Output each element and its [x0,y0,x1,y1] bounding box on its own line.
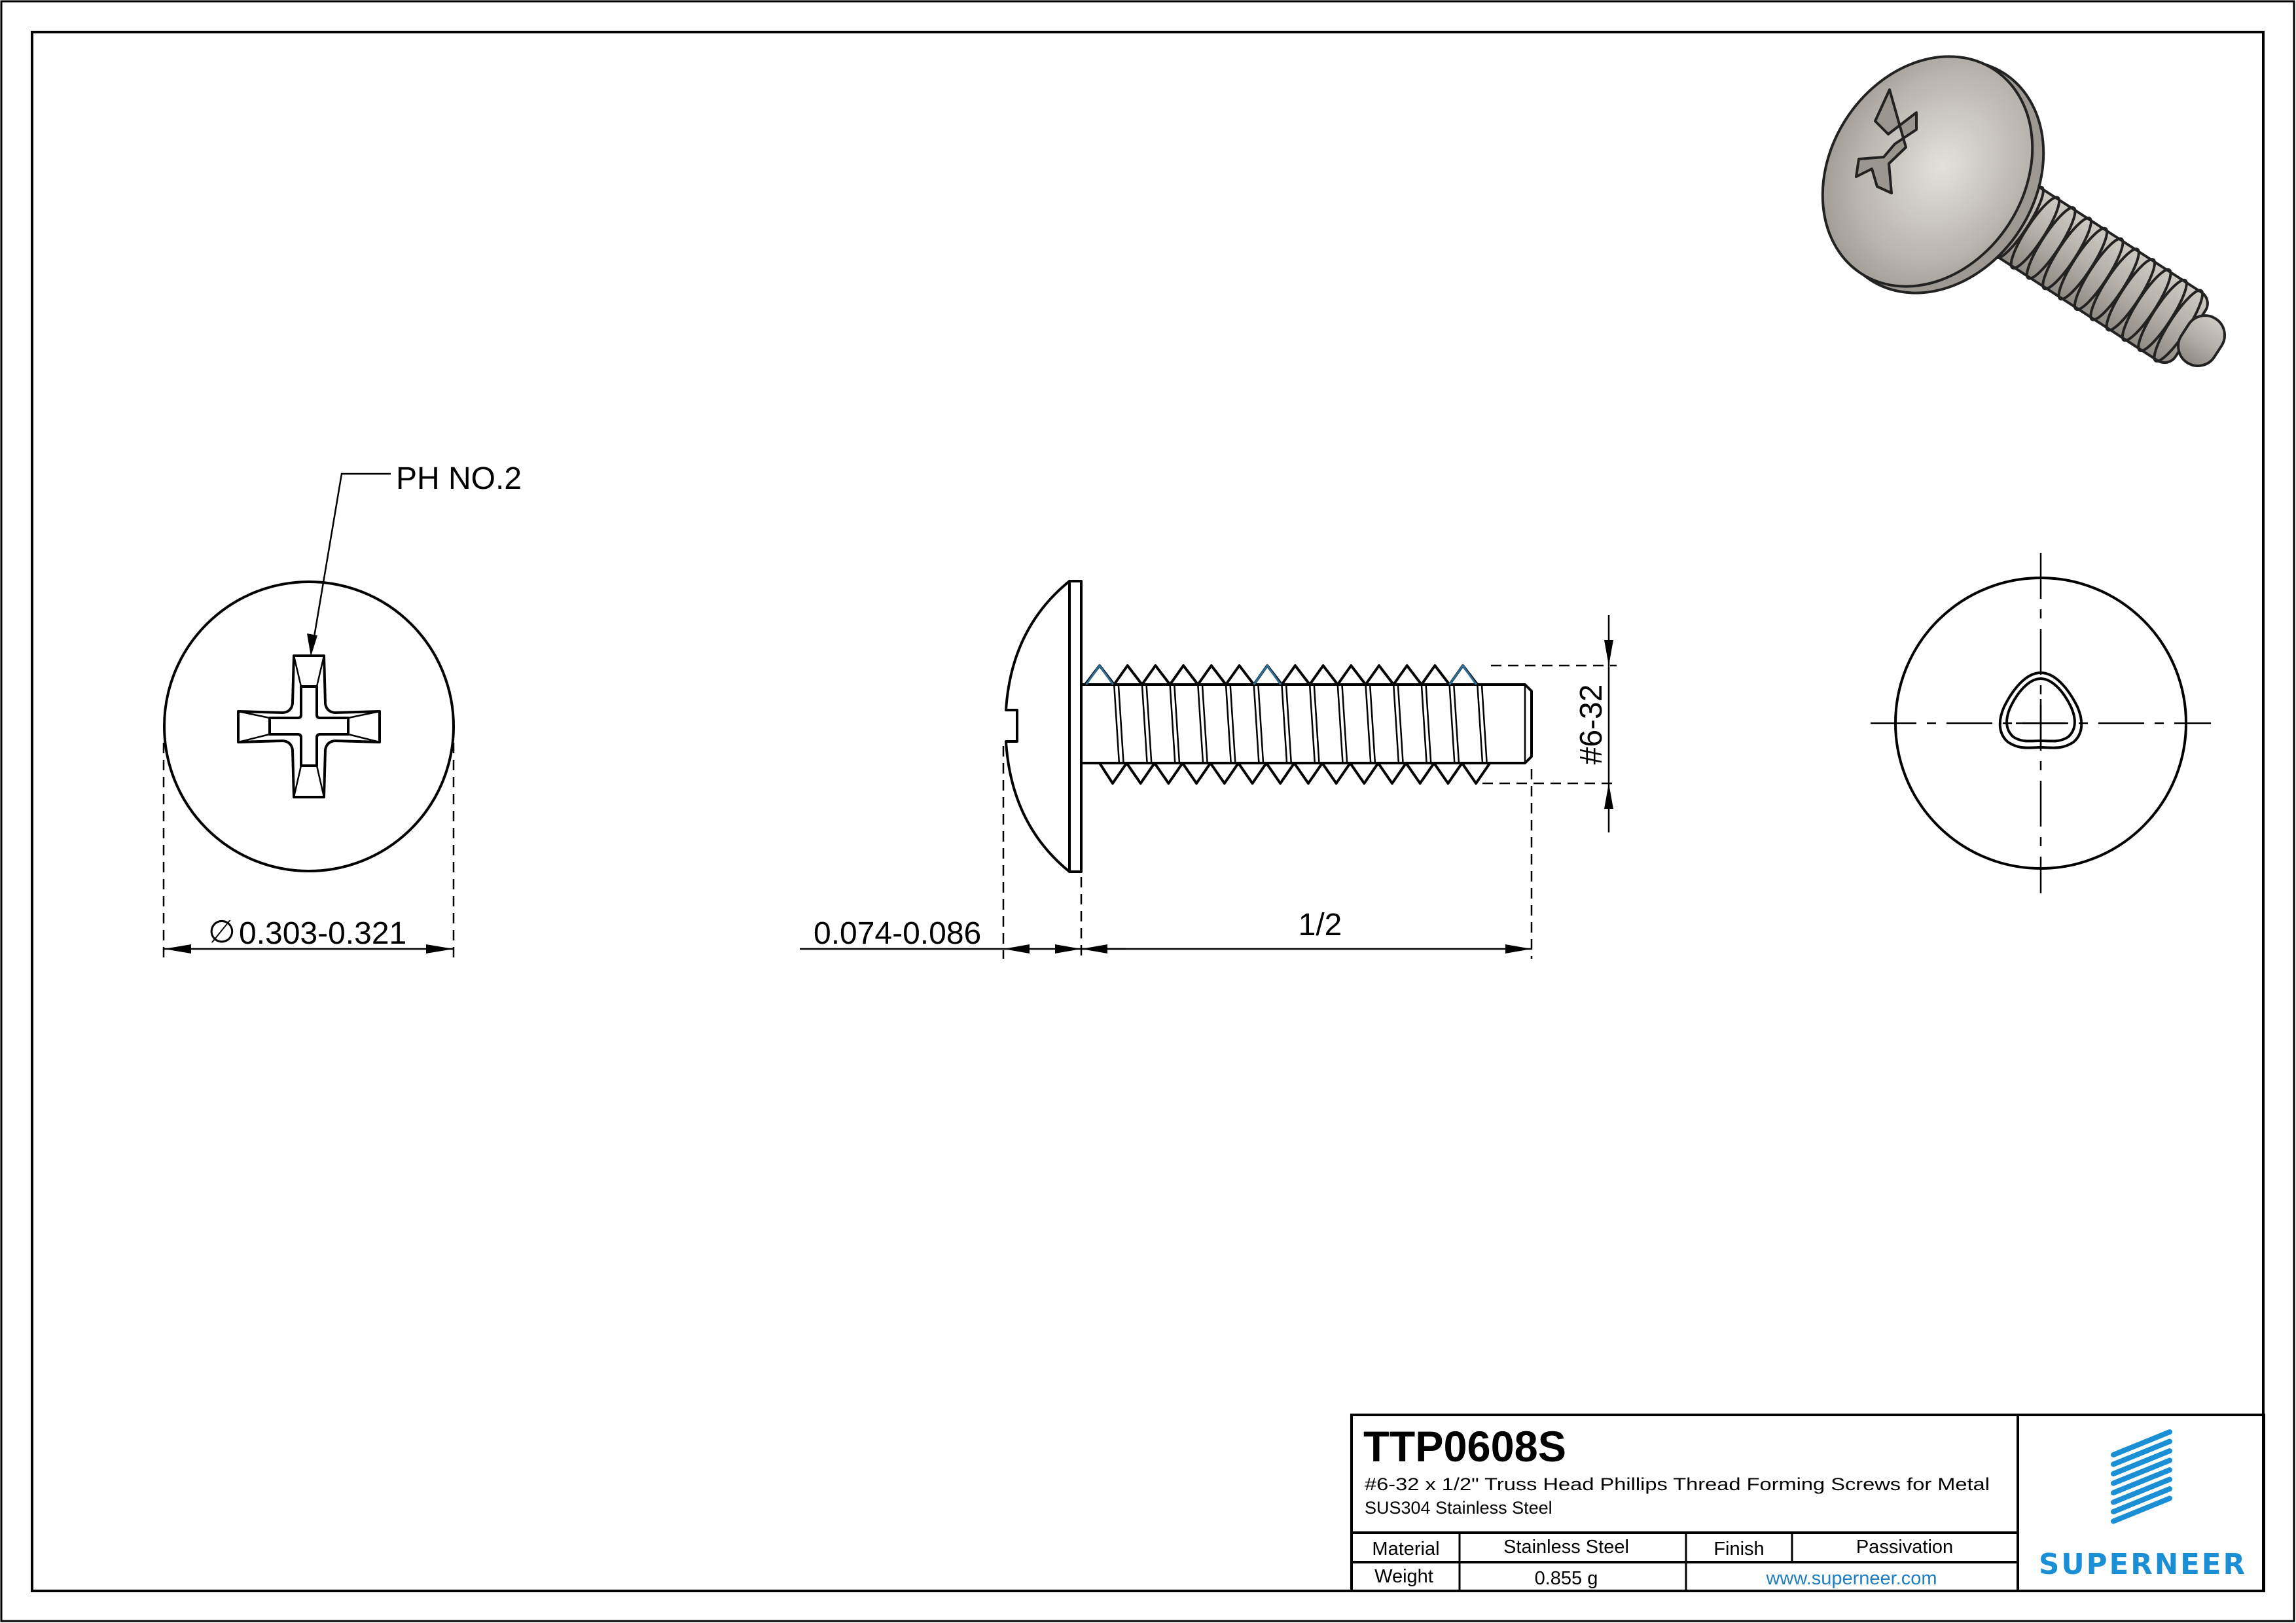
stripes-logo-icon [2111,1429,2172,1524]
weight-value: 0.855 g [1535,1568,1598,1589]
thread-dimension: #6-32 [1574,685,1609,765]
diameter-dimension: 0.303-0.321 [239,916,406,951]
arrow-left [164,944,191,954]
diameter-symbol: ∅ [208,915,236,950]
inner-border [31,31,2265,1592]
finish-value: Passivation [1856,1537,1953,1558]
end-view [1871,553,2211,893]
thread-profile [1084,664,1500,785]
head-outline [163,580,455,872]
top-view: PH NO.2 ∅ 0.303-0.321 [162,461,522,959]
weight-label: Weight [1374,1566,1433,1587]
material-value: Stainless Steel [1503,1537,1629,1558]
arrow-right [426,944,454,954]
part-number: TTP0608S [1363,1422,1566,1471]
head-flange [1068,580,1083,873]
description-line-2: SUS304 Stainless Steel [1365,1498,1552,1518]
phillips-recess-icon [237,654,381,798]
title-block: TTP0608S #6-32 x 1/2" Truss Head Phillip… [1350,1414,2265,1592]
iso-phillips-recess-icon [1855,88,1918,194]
side-view: 0.074-0.086 1/2 #6-32 [800,580,1617,959]
material-label: Material [1372,1539,1439,1560]
finish-label: Finish [1713,1539,1764,1560]
brand-name: SUPERNEER [2039,1548,2247,1581]
length-dimension: 1/2 [1299,908,1342,942]
description-line-1: #6-32 x 1/2" Truss Head Phillips Thread … [1365,1474,1990,1494]
website-link[interactable]: www.superneer.com [1765,1568,1937,1589]
head-height-dimension: 0.074-0.086 [814,916,981,951]
drive-label: PH NO.2 [396,461,522,496]
leader-arrow [307,633,317,656]
leader-line [312,473,391,645]
head-dome [1005,580,1071,873]
iso-render [1821,55,2226,368]
